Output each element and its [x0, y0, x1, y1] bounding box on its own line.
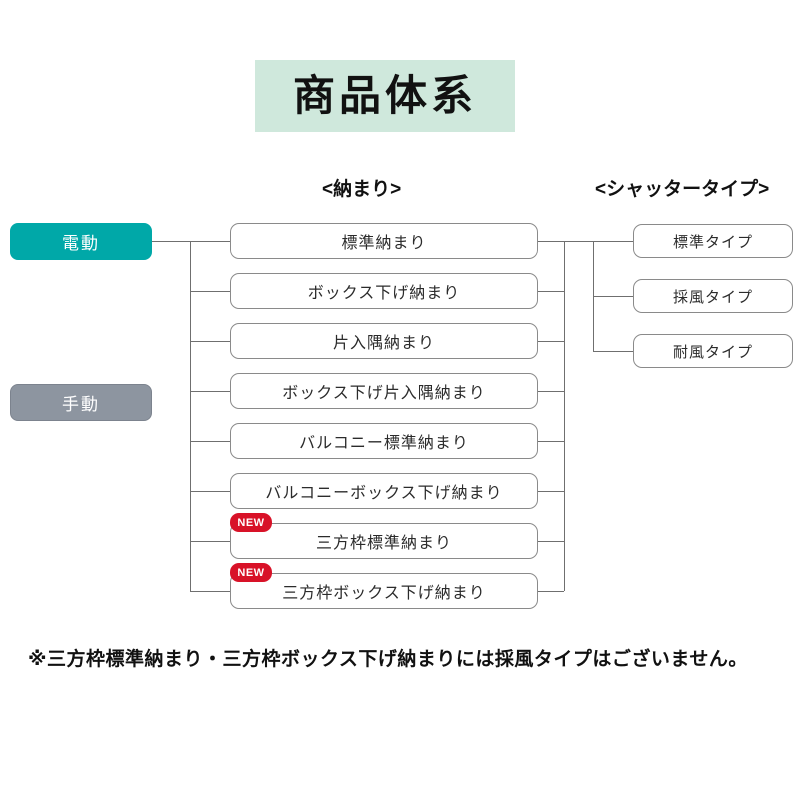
- connector-branch-right-7: [538, 541, 564, 542]
- connector-branch-right-6: [538, 491, 564, 492]
- mode-label-electric: 電動: [62, 234, 100, 253]
- page-title: 商品体系: [292, 72, 477, 119]
- fitting-node-8[interactable]: 三方枠ボックス下げ納まり: [230, 573, 538, 609]
- fitting-node-label: 三方枠標準納まり: [315, 535, 452, 552]
- shutter-node-label: 耐風タイプ: [672, 343, 753, 361]
- shutter-node-3[interactable]: 耐風タイプ: [633, 334, 793, 368]
- connector-branch-right-5: [538, 441, 564, 442]
- new-badge-fitting-8: NEW: [230, 563, 272, 582]
- connector-shutter-branch-2: [593, 296, 633, 297]
- connector-right-trunk: [564, 241, 565, 591]
- fitting-node-3[interactable]: 片入隅納まり: [230, 323, 538, 359]
- connector-shutter-branch-1: [593, 241, 633, 242]
- fitting-node-label: バルコニー標準納まり: [299, 435, 469, 452]
- shutter-node-2[interactable]: 採風タイプ: [633, 279, 793, 313]
- mode-pill-electric[interactable]: 電動: [10, 223, 152, 260]
- fitting-node-7[interactable]: 三方枠標準納まり: [230, 523, 538, 559]
- title-banner: 商品体系: [255, 60, 515, 132]
- fitting-node-6[interactable]: バルコニーボックス下げ納まり: [230, 473, 538, 509]
- new-badge-fitting-7: NEW: [230, 513, 272, 532]
- connector-branch-left-1: [190, 241, 230, 242]
- connector-branch-left-6: [190, 491, 230, 492]
- fitting-node-2[interactable]: ボックス下げ納まり: [230, 273, 538, 309]
- connector-branch-left-4: [190, 391, 230, 392]
- connector-branch-left-5: [190, 441, 230, 442]
- new-badge-label: NEW: [237, 566, 265, 579]
- fitting-node-label: 片入隅納まり: [332, 335, 435, 352]
- fitting-node-label: バルコニーボックス下げ納まり: [265, 485, 503, 502]
- new-badge-label: NEW: [237, 516, 265, 529]
- connector-left-trunk: [190, 241, 191, 591]
- connector-branch-right-1: [538, 241, 564, 242]
- fitting-node-4[interactable]: ボックス下げ片入隅納まり: [230, 373, 538, 409]
- column-header-fitting: <納まり>: [322, 179, 402, 200]
- connector-branch-left-2: [190, 291, 230, 292]
- fitting-node-label: 標準納まり: [341, 235, 427, 252]
- connector-branch-left-3: [190, 341, 230, 342]
- connector-electric-stub: [152, 241, 190, 242]
- shutter-node-1[interactable]: 標準タイプ: [633, 224, 793, 258]
- fitting-node-label: ボックス下げ片入隅納まり: [282, 385, 486, 402]
- connector-branch-left-8: [190, 591, 230, 592]
- connector-branch-left-7: [190, 541, 230, 542]
- fitting-node-5[interactable]: バルコニー標準納まり: [230, 423, 538, 459]
- connector-branch-right-3: [538, 341, 564, 342]
- connector-shutter-branch-3: [593, 351, 633, 352]
- fitting-node-1[interactable]: 標準納まり: [230, 223, 538, 259]
- connector-branch-right-8: [538, 591, 564, 592]
- shutter-node-label: 採風タイプ: [672, 288, 753, 306]
- fitting-node-label: 三方枠ボックス下げ納まり: [282, 585, 486, 602]
- connector-right-trunk-to-shutter: [564, 241, 594, 242]
- footnote-text: ※三方枠標準納まり・三方枠ボックス下げ納まりには採風タイプはございません。: [28, 649, 748, 670]
- fitting-node-label: ボックス下げ納まり: [307, 285, 461, 302]
- connector-branch-right-4: [538, 391, 564, 392]
- mode-pill-manual[interactable]: 手動: [10, 384, 152, 421]
- shutter-node-label: 標準タイプ: [672, 233, 753, 251]
- connector-branch-right-2: [538, 291, 564, 292]
- mode-label-manual: 手動: [62, 395, 100, 414]
- column-header-shutter: <シャッタータイプ>: [595, 179, 770, 200]
